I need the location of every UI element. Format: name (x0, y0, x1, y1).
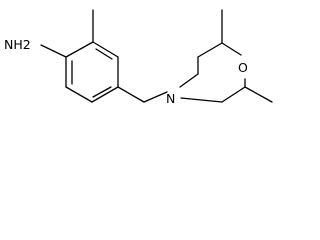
bond-morph-top-left (197, 42, 223, 58)
morpholine-ring (179, 42, 246, 103)
double-bond-lower (92, 86, 112, 98)
bond-amine (40, 44, 67, 58)
bond-morph-c-o-top (221, 42, 242, 56)
bond-ring-3 (91, 86, 119, 103)
bond-ring-6 (65, 41, 94, 58)
morpholine-nitrogen-label: N (166, 91, 175, 106)
benzene-ring (65, 41, 119, 103)
bond-morph-bottom-right (221, 86, 246, 103)
amine-label: NH2 (4, 37, 31, 52)
bond-methyl-bottom (244, 86, 273, 103)
double-bond-upper (95, 48, 113, 60)
bond-benzyl-1 (117, 86, 145, 103)
bond-morph-n-upper (179, 73, 199, 88)
bond-ring-4 (65, 86, 93, 103)
bond-benzyl-2 (143, 91, 168, 103)
structure-diagram: NH2 N O (4, 9, 273, 106)
bond-ring-1 (92, 41, 119, 58)
bond-morph-bottom-left (180, 97, 223, 103)
morpholine-oxygen-label: O (238, 60, 248, 75)
